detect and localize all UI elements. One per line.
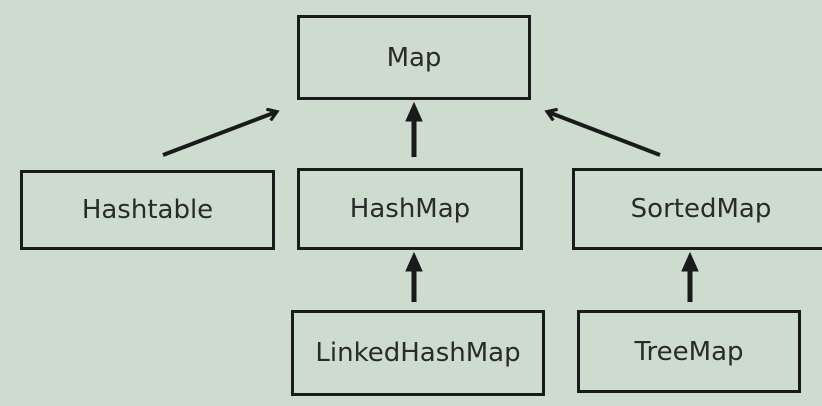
node-hashmap-label: HashMap	[349, 194, 471, 224]
arrow-hashtable-to-map	[162, 112, 276, 157]
node-hashmap: HashMap	[297, 168, 523, 250]
node-hashtable-label: Hashtable	[81, 195, 214, 225]
node-linkedhashmap-label: LinkedHashMap	[315, 338, 521, 368]
node-sortedmap: SortedMap	[572, 168, 822, 250]
arrow-sortedmap-to-map	[548, 112, 661, 157]
node-treemap: TreeMap	[577, 310, 801, 393]
node-linkedhashmap: LinkedHashMap	[291, 310, 545, 396]
node-map-label: Map	[386, 42, 442, 73]
node-hashtable: Hashtable	[20, 170, 275, 250]
node-map: Map	[297, 15, 531, 100]
node-treemap-label: TreeMap	[634, 336, 744, 367]
node-sortedmap-label: SortedMap	[630, 194, 772, 224]
